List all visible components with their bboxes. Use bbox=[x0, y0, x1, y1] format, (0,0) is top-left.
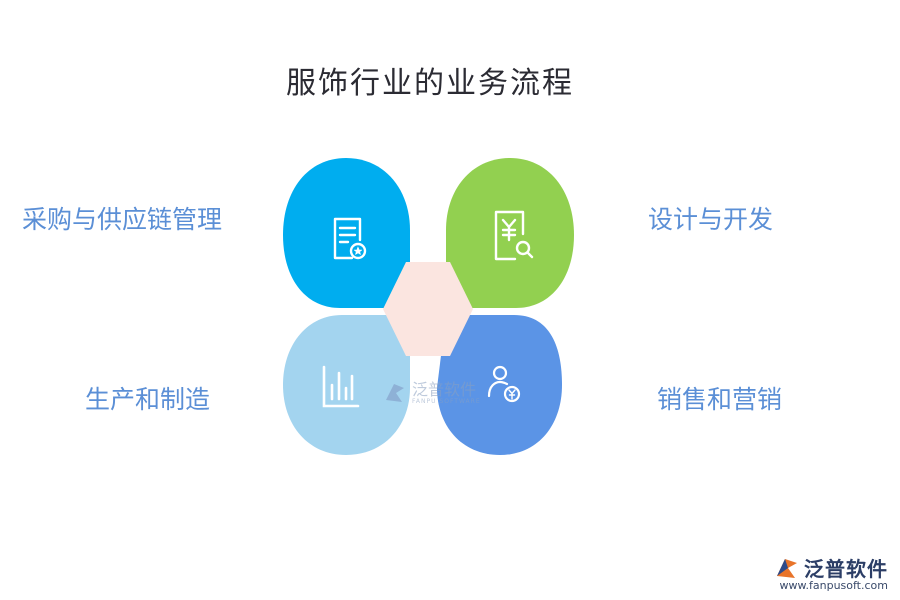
brand-url: www.fanpusoft.com bbox=[779, 579, 888, 592]
step-label-design: 设计与开发 bbox=[648, 205, 774, 234]
petal-procurement bbox=[283, 158, 410, 308]
user-yen-icon bbox=[487, 365, 521, 403]
petal-production bbox=[283, 315, 410, 455]
bar-chart-icon bbox=[322, 365, 360, 408]
petal-sales bbox=[437, 315, 562, 455]
step-label-procurement: 采购与供应链管理 bbox=[22, 205, 223, 234]
watermark: 泛普软件 FANPU SOFTWARE bbox=[382, 380, 481, 406]
yen-receipt-search-icon bbox=[494, 210, 534, 261]
watermark-text: 泛普软件 bbox=[412, 379, 477, 399]
step-label-production: 生产和制造 bbox=[85, 385, 211, 414]
page-title: 服饰行业的业务流程 bbox=[286, 66, 574, 101]
step-label-sales: 销售和营销 bbox=[657, 385, 783, 414]
watermark-sub: FANPU SOFTWARE bbox=[412, 397, 481, 405]
fanpu-logo-icon bbox=[777, 558, 797, 578]
document-star-icon bbox=[333, 217, 367, 260]
brand-name: 泛普软件 bbox=[804, 557, 888, 581]
brand-logo: 泛普软件 www.fanpusoft.com bbox=[774, 553, 888, 592]
center-hexagon bbox=[383, 262, 473, 356]
fanpu-logo-icon bbox=[386, 384, 404, 402]
